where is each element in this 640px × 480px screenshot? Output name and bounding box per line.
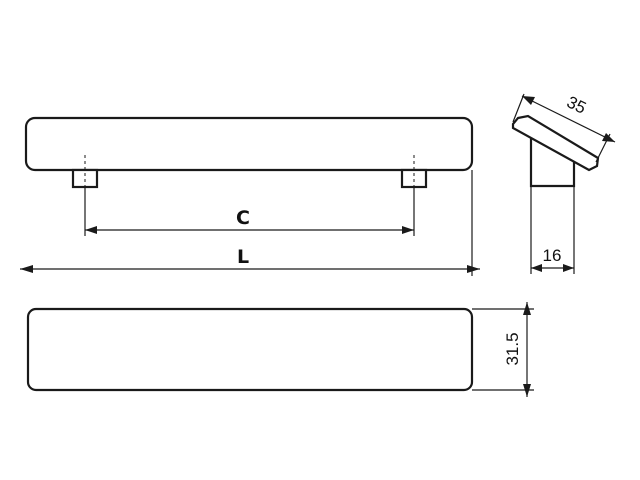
side-view: 35 16: [511, 92, 616, 274]
arrowhead: [531, 264, 542, 272]
handle-bar-side: [511, 114, 600, 172]
dimension-label-height: 31.5: [503, 332, 522, 365]
extension-line-35-top: [512, 93, 525, 123]
arrowhead: [602, 133, 615, 142]
top-view: 31.5: [26, 302, 534, 397]
dimension-label-foot-width: 16: [543, 246, 562, 265]
dimension-label-depth: 35: [564, 92, 589, 117]
arrowhead: [467, 265, 480, 273]
mounting-foot-left: [71, 168, 99, 189]
arrowhead: [522, 96, 535, 105]
arrowhead: [85, 226, 97, 234]
arrowhead: [402, 226, 414, 234]
arrowhead: [523, 384, 531, 397]
dimension-line-35: [521, 95, 616, 143]
dimension-c: C: [84, 188, 415, 236]
dimension-label-l: L: [237, 246, 249, 268]
handle-bar-top: [26, 307, 474, 392]
dimension-l: L: [20, 170, 480, 276]
arrowhead: [563, 264, 574, 272]
arrowhead: [523, 302, 531, 315]
handle-bar-front: [24, 116, 474, 172]
dimension-label-c: C: [236, 207, 250, 229]
arrowhead: [20, 265, 33, 273]
mounting-foot-right: [400, 168, 428, 189]
front-view: [24, 116, 474, 189]
